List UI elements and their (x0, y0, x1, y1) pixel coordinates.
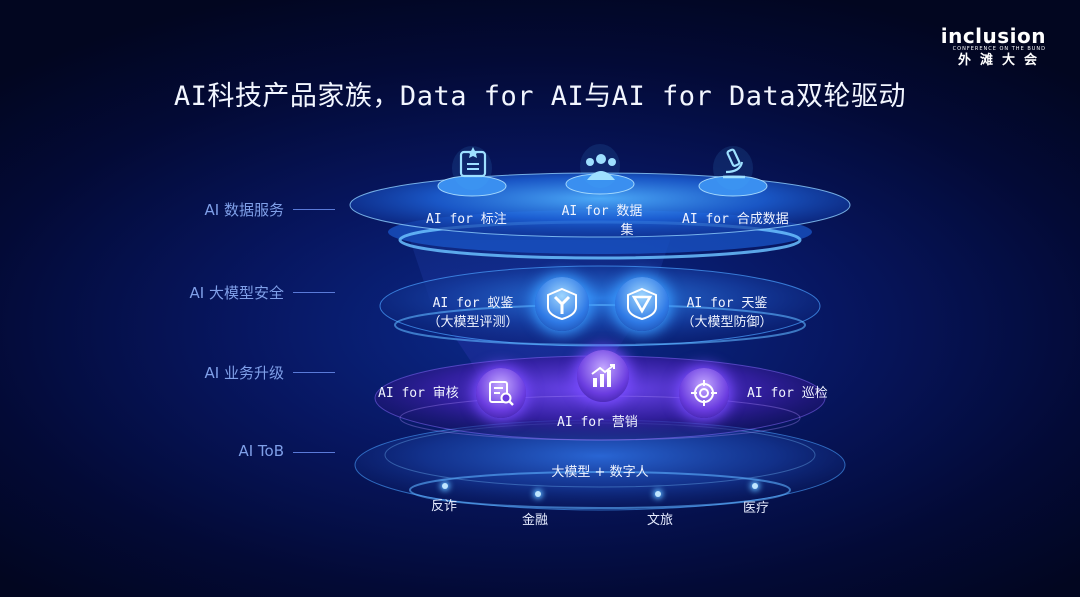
y-shield-icon (535, 277, 589, 331)
node-ai-for-review: AI for 审核 (378, 386, 459, 401)
node-ai-for-dataset: AI for 数据 集 (560, 200, 644, 238)
triangle-shield-icon (615, 277, 669, 331)
node-ai-for-dataset-line1: AI for 数据 (561, 204, 643, 219)
node-ai-for-yijian: AI for 蚁鉴 （大模型评测） (418, 292, 528, 330)
layer-label-tob: AI ToB (238, 442, 284, 460)
document-search-icon (476, 368, 526, 418)
node-ai-for-marketing: AI for 营销 (557, 415, 638, 430)
category-dot (655, 491, 661, 497)
node-ai-for-tianjian: AI for 天鉴 （大模型防御） (672, 292, 782, 330)
node-ai-for-synthetic-data: AI for 合成数据 (682, 212, 789, 227)
node-ai-for-dataset-line2: 集 (620, 223, 634, 238)
node-ai-for-yijian-subtitle: （大模型评测） (427, 315, 519, 330)
target-icon (679, 368, 729, 418)
category-finance: 金融 (522, 513, 549, 528)
layer-connector (293, 292, 335, 293)
people-group-icon (583, 152, 619, 184)
layer-connector (293, 372, 335, 373)
category-healthcare: 医疗 (743, 501, 770, 516)
conference-logo: inclusion CONFERENCE ON THE BUND 外滩大会 (941, 26, 1046, 69)
node-ai-for-inspection: AI for 巡检 (747, 386, 828, 401)
layer-connector (293, 452, 335, 453)
page-title: AI科技产品家族，Data for AI与AI for Data双轮驱动 (173, 81, 907, 112)
tob-core-label: 大模型 + 数字人 (551, 465, 649, 480)
category-culture-tourism: 文旅 (647, 513, 674, 528)
node-ai-for-tianjian-subtitle: （大模型防御） (681, 315, 773, 330)
node-ai-for-annotation: AI for 标注 (426, 212, 507, 227)
node-ai-for-yijian-title: AI for 蚁鉴 (432, 296, 514, 311)
category-anti-fraud: 反诈 (431, 499, 458, 514)
growth-chart-icon (577, 350, 629, 402)
category-dot (442, 483, 448, 489)
logo-brand: inclusion (940, 24, 1046, 48)
node-ai-for-tianjian-title: AI for 天鉴 (686, 296, 768, 311)
category-dot (752, 483, 758, 489)
logo-chinese: 外滩大会 (957, 53, 1046, 68)
logo-subtitle: CONFERENCE ON THE BUND (952, 46, 1046, 52)
layer-connector (293, 209, 335, 210)
category-dot (535, 491, 541, 497)
microscope-icon (720, 148, 748, 184)
layer-label-model-security: AI 大模型安全 (189, 284, 284, 302)
layer-label-data-service: AI 数据服务 (204, 201, 284, 219)
layer-label-business-upgrade: AI 业务升级 (204, 364, 284, 382)
badge-document-icon (458, 146, 488, 182)
